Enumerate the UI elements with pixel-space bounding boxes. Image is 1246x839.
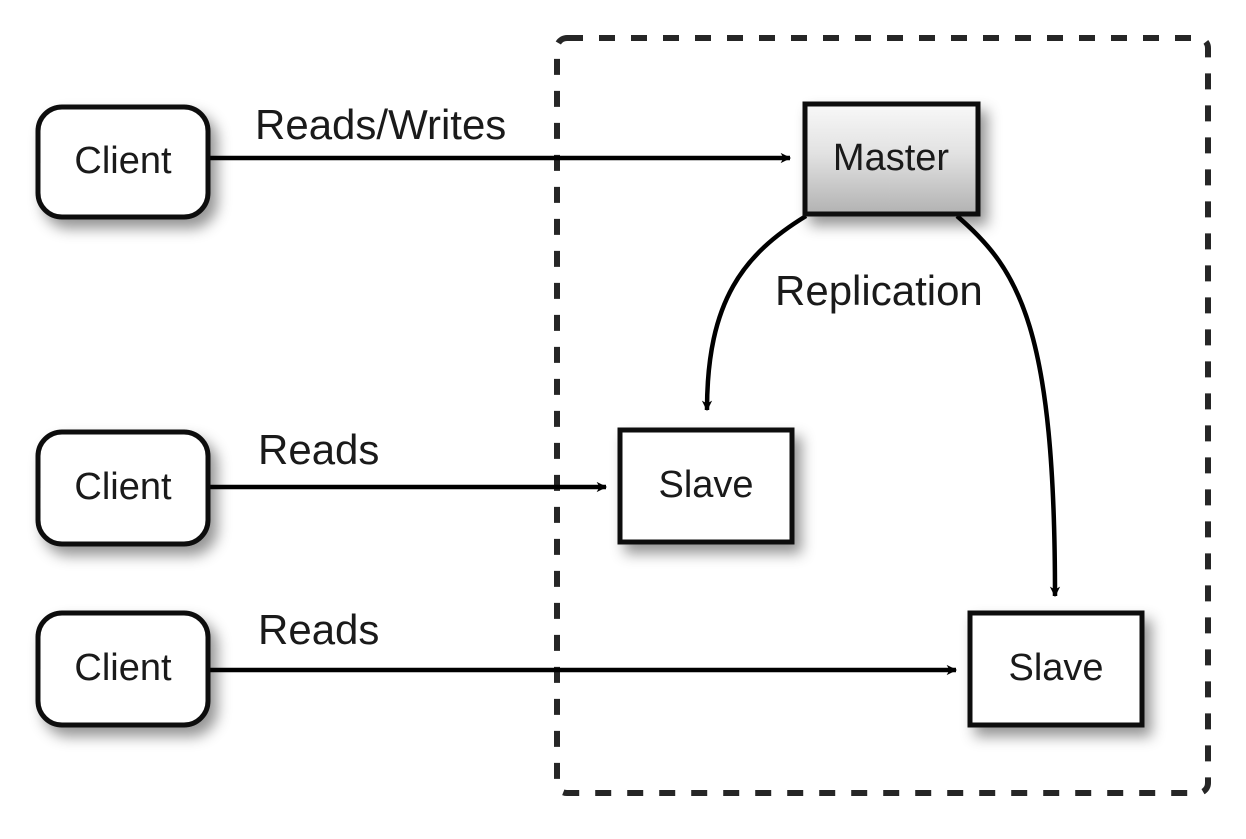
edge-label-replication: Replication xyxy=(775,267,983,314)
client-3-label: Client xyxy=(74,647,172,689)
client-1-label: Client xyxy=(74,140,172,182)
slave-2-label: Slave xyxy=(1008,647,1103,689)
master-box[interactable] xyxy=(802,101,981,217)
node-client-3[interactable]: Client xyxy=(35,610,211,728)
slave-2-box[interactable] xyxy=(967,610,1145,728)
edge-master-to-slave1 xyxy=(701,214,808,412)
client-2-box[interactable] xyxy=(35,429,211,547)
node-client-2[interactable]: Client xyxy=(35,429,211,547)
slave-1-box[interactable] xyxy=(617,427,795,545)
node-slave-2[interactable]: Slave xyxy=(967,610,1145,728)
client-3-box[interactable] xyxy=(35,610,211,728)
client-2-label: Client xyxy=(74,466,172,508)
edge-label-reads-writes: Reads/Writes xyxy=(255,101,506,148)
edge-master-to-slave2 xyxy=(955,214,1061,598)
node-slave-1[interactable]: Slave xyxy=(617,427,795,545)
node-master[interactable]: Master xyxy=(802,101,981,217)
client-1-box[interactable] xyxy=(35,104,211,220)
edge-label-reads-slave2: Reads xyxy=(258,606,379,653)
slave-1-label: Slave xyxy=(658,464,753,506)
master-label: Master xyxy=(833,137,949,179)
database-cluster-boundary xyxy=(554,35,1211,796)
node-client-1[interactable]: Client xyxy=(35,104,211,220)
edge-label-reads-slave1: Reads xyxy=(258,426,379,473)
